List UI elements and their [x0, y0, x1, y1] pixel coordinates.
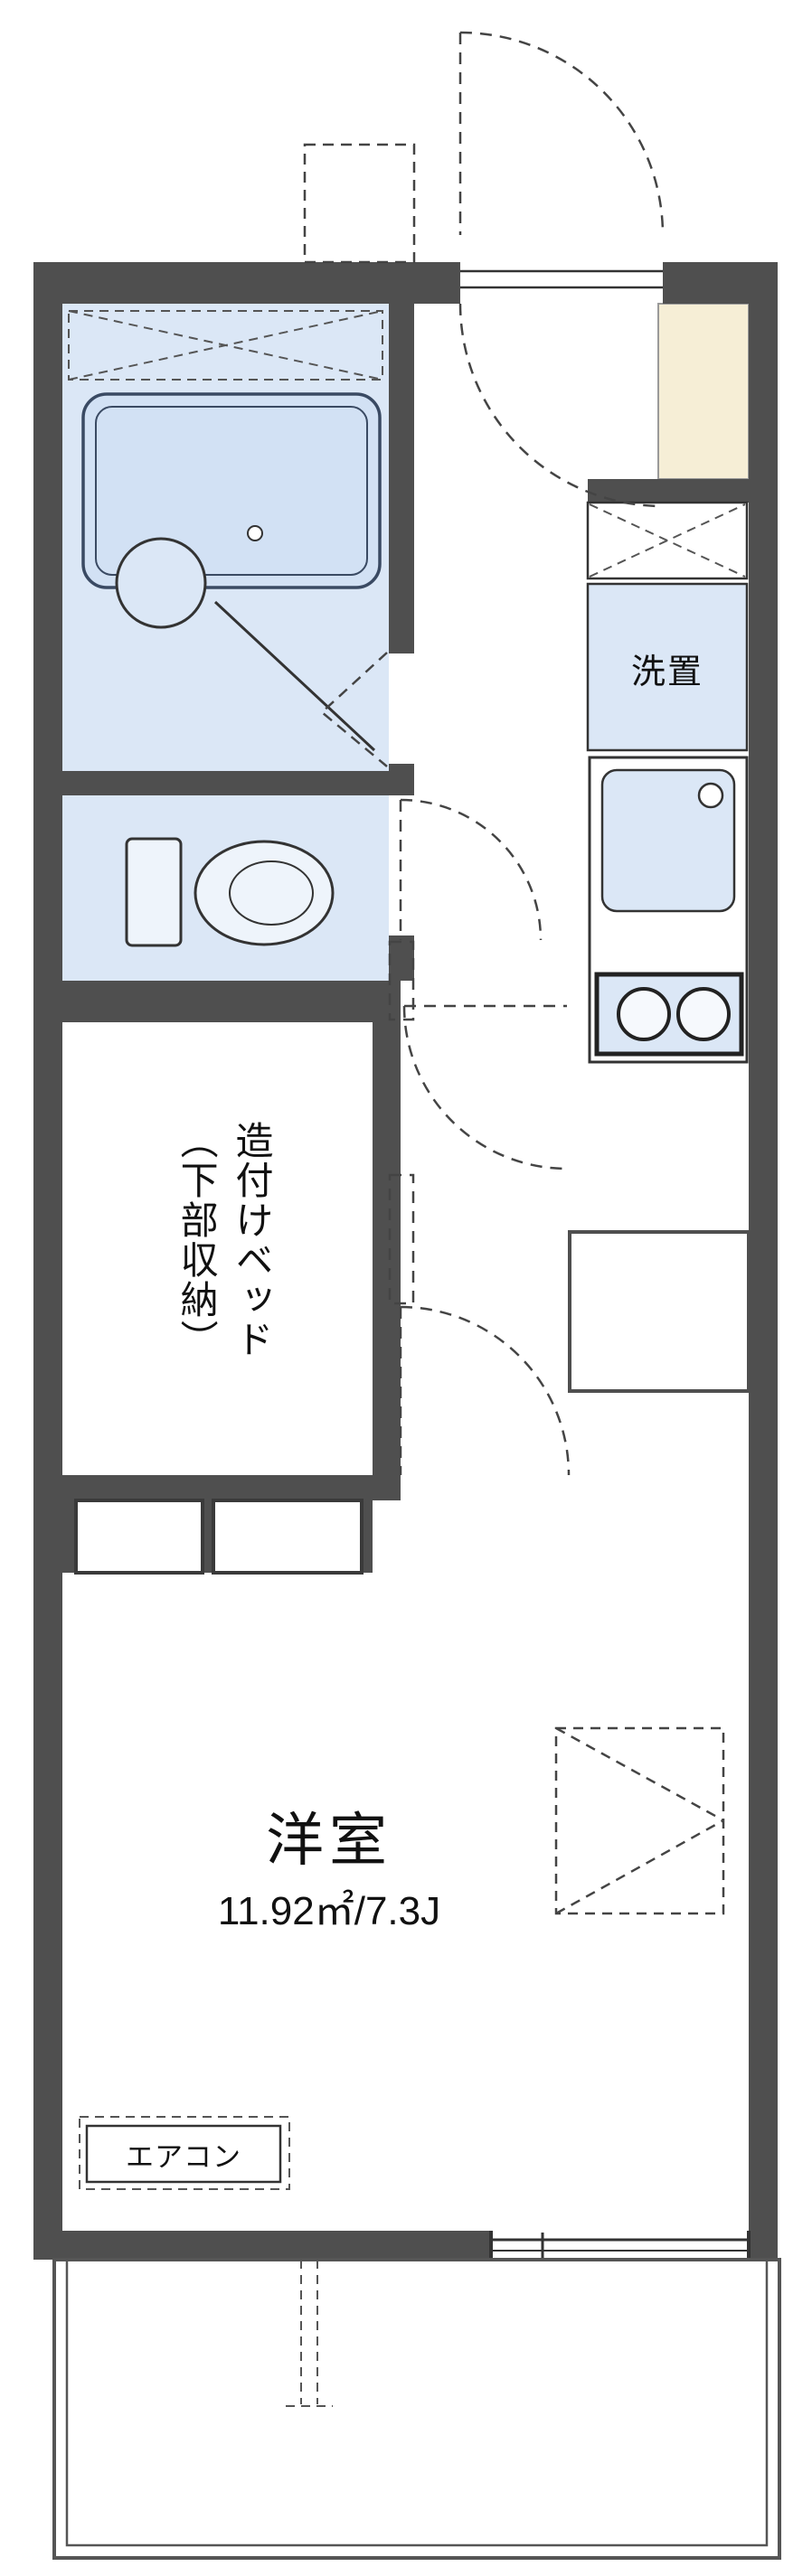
door-swings — [388, 31, 665, 1476]
balcony-window — [489, 2231, 751, 2260]
built-in-bed-label: 造付けベッド（下部収納） — [175, 1121, 273, 1359]
bathtub-inner — [95, 406, 368, 576]
closet — [554, 1726, 725, 1915]
balcony — [52, 2258, 781, 2560]
entrance-door — [460, 269, 663, 289]
fridge-nook — [568, 1230, 751, 1393]
kitchen-door-swing — [402, 1005, 568, 1170]
entrance-floor — [657, 303, 750, 480]
bath-stool — [115, 537, 207, 629]
toilet-bowl — [194, 840, 335, 946]
toilet — [125, 837, 335, 947]
entrance-door-swing-inside — [458, 303, 664, 508]
bath-drain — [247, 525, 263, 541]
aircon-unit — [79, 2116, 290, 2190]
burner-right — [676, 987, 731, 1041]
storage-box — [586, 501, 749, 580]
room-door-swing — [400, 1305, 571, 1476]
bathroom — [68, 310, 388, 767]
bath-divider — [213, 600, 376, 752]
toilet-door-swing — [400, 798, 543, 941]
burner-left — [617, 987, 671, 1041]
ceiling-panel — [68, 310, 383, 381]
aircon-label: エアコン — [126, 2140, 241, 2173]
kitchen — [588, 756, 749, 1064]
kitchen-sink — [600, 768, 736, 913]
room-name-label: 洋室 — [266, 1808, 392, 1873]
washer-space — [586, 582, 749, 752]
door-frame-upper — [388, 940, 415, 1021]
balcony-partition — [286, 2260, 333, 2407]
faucet-icon — [697, 782, 724, 809]
door-frame-lower — [388, 1173, 415, 1305]
bath-folding-door — [320, 652, 388, 767]
toilet-tank — [125, 837, 183, 947]
toilet-bowl-inner — [229, 860, 314, 926]
room-area-label: 11.92㎡/7.3J — [217, 1889, 441, 1933]
bed-step-boxes — [74, 1499, 364, 1575]
walls — [33, 262, 778, 2260]
washer-space-label: 洗置 — [630, 653, 703, 691]
meter-box — [303, 143, 416, 264]
entrance-door-swing-outside — [459, 31, 665, 236]
